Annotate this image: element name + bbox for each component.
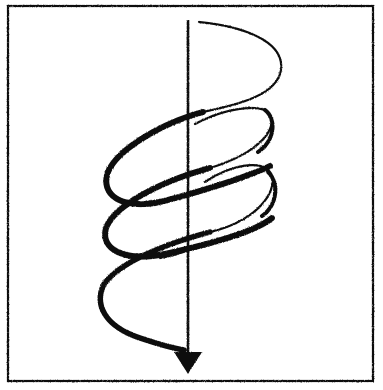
axis-arrow-head-icon [174, 352, 202, 374]
helix-back-strand-1 [199, 22, 281, 112]
helix-back-strand-2 [195, 108, 272, 168]
helix-loop-edge-1 [258, 110, 273, 152]
